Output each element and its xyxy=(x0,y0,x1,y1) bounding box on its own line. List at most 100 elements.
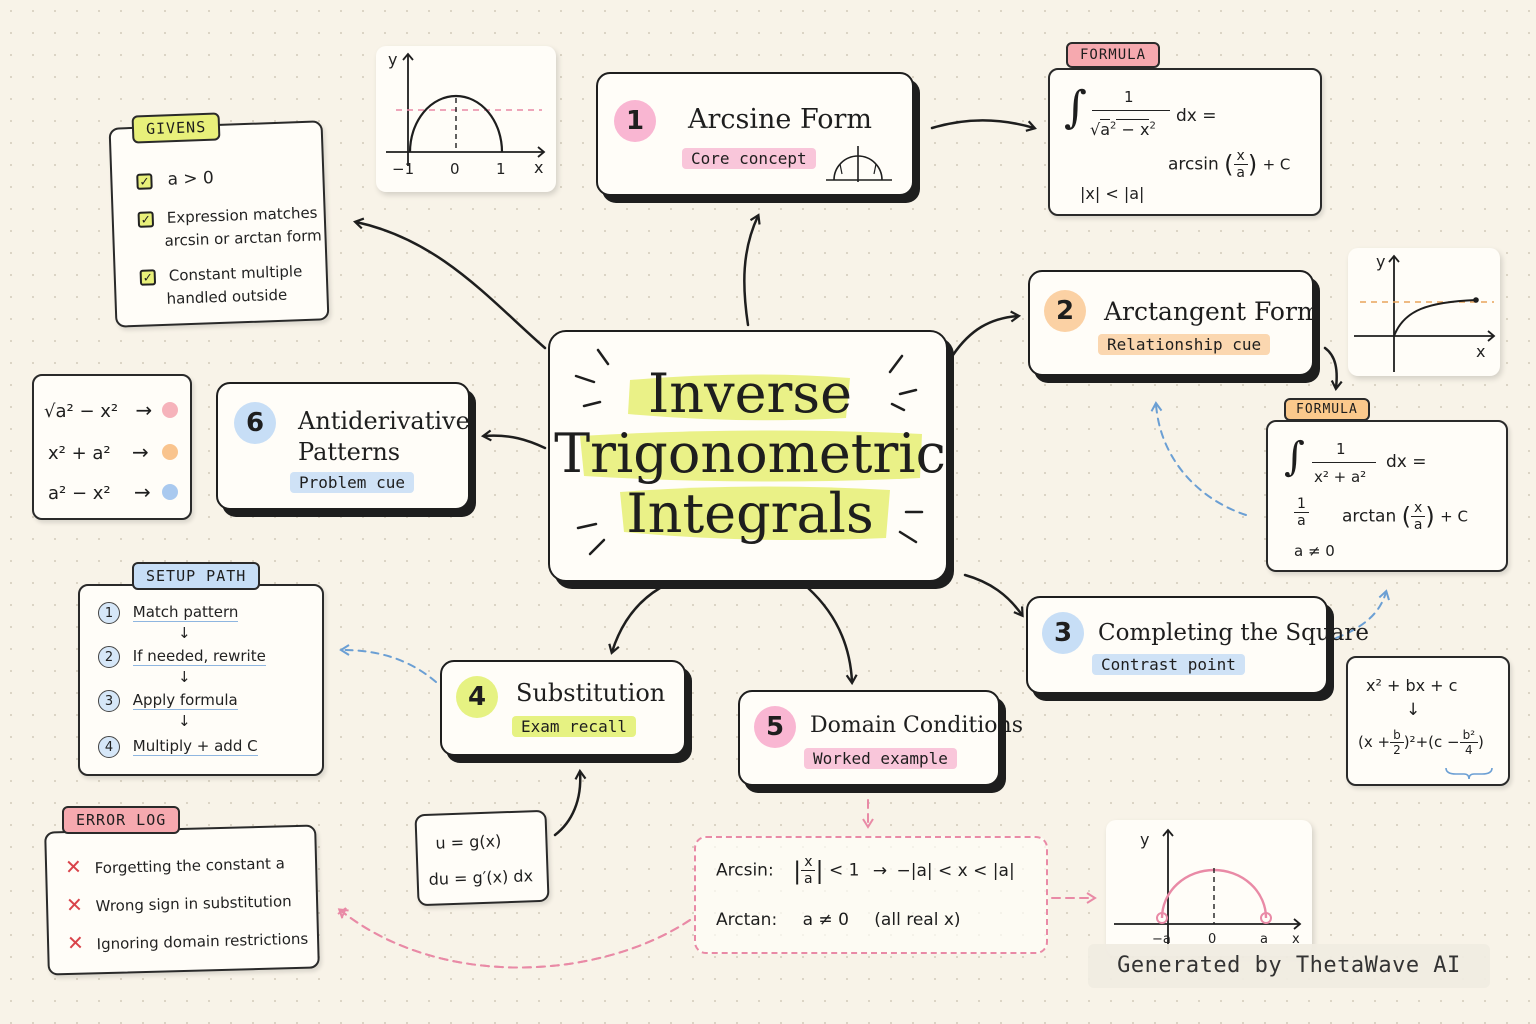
node-arctangent-form[interactable]: 2 Arctangent Form Relationship cue xyxy=(1028,270,1321,376)
integral-sign: ∫ xyxy=(1284,434,1305,480)
x-mark-icon: ✕ xyxy=(64,854,83,880)
tick-label: a xyxy=(1260,932,1268,947)
node-number-badge: 4 xyxy=(456,676,498,718)
axis-y-label: y xyxy=(1140,830,1150,849)
givens-label: GIVENS xyxy=(131,112,221,144)
dashed-arrow-formula2-to-node2 xyxy=(1150,401,1247,516)
burst-lines-left xyxy=(574,348,610,408)
arrow-subst-to-node-4 xyxy=(553,768,587,837)
axis-y-label: y xyxy=(1376,252,1386,271)
dashed-arrow-errors-to-domain xyxy=(339,909,691,969)
checkbox-checked-icon: ✓ xyxy=(136,172,153,190)
arrow-to-node-3 xyxy=(963,573,1024,618)
node-number-badge: 2 xyxy=(1044,290,1086,332)
central-title-line-3: Integrals xyxy=(626,482,874,545)
pattern-row-1: √a² − x² → xyxy=(44,398,153,422)
arrow-node2-to-formula xyxy=(1323,346,1343,392)
setup-step-2: 2 If needed, rewrite xyxy=(98,646,266,668)
du-definition: du = g′(x) dx xyxy=(428,866,534,889)
down-arrow: ↓ xyxy=(178,712,191,730)
error-item-3: ✕ Ignoring domain restrictions xyxy=(66,929,309,956)
setup-step-1: 1 Match pattern xyxy=(98,602,239,624)
underbrace-icon xyxy=(1445,767,1493,780)
node-arcsine-form[interactable]: 1 Arcsine Form Core concept xyxy=(596,72,914,196)
node-number-badge: 3 xyxy=(1042,612,1084,654)
node-tag: Problem cue xyxy=(290,472,414,493)
given-item-2-cont: arcsin or arctan form xyxy=(164,226,323,250)
node-title: Domain Conditions xyxy=(810,713,1024,738)
arctan-domain-row: Arctan: a ≠ 0 (all real x) xyxy=(716,910,961,930)
node-tag: Relationship cue xyxy=(1098,334,1271,355)
node-domain-conditions[interactable]: 5 Domain Conditions Worked example xyxy=(738,690,1023,786)
arrow-to-node-6 xyxy=(480,429,547,450)
arrow-to-node-5 xyxy=(806,586,858,686)
node-completing-the-square[interactable]: 3 Completing the Square Contrast point xyxy=(1026,596,1369,694)
down-arrow: ↓ xyxy=(1406,700,1421,720)
formula-label: FORMULA xyxy=(1066,42,1161,68)
checkbox-checked-icon: ✓ xyxy=(139,268,157,286)
node-antiderivative-patterns[interactable]: 6 Antiderivative Patterns Problem cue xyxy=(216,382,470,510)
pattern-row-3: a² − x² → xyxy=(48,480,151,504)
formula-label: FORMULA xyxy=(1284,398,1370,421)
given-item-3: ✓ Constant multiple xyxy=(139,261,303,286)
error-log-label: ERROR LOG xyxy=(62,806,181,834)
formula-condition: a ≠ 0 xyxy=(1294,542,1335,560)
node-number-badge: 5 xyxy=(754,706,796,748)
formula-condition: |x| < |a| xyxy=(1080,184,1145,203)
fraction-denominator: x² + a² xyxy=(1314,468,1367,486)
orange-dot xyxy=(162,444,178,460)
arrow-to-givens xyxy=(352,217,547,350)
quadratic-expression: x² + bx + c xyxy=(1366,676,1458,695)
setup-step-3: 3 Apply formula xyxy=(98,690,238,712)
given-item-3-cont: handled outside xyxy=(166,285,288,308)
down-arrow: ↓ xyxy=(178,668,191,686)
node-title-line-2: Patterns xyxy=(298,438,401,466)
setup-path-panel: 1 Match pattern ↓ 2 If needed, rewrite ↓… xyxy=(78,584,324,776)
patterns-panel: √a² − x² → x² + a² → a² − x² → xyxy=(32,374,192,520)
node-tag: Exam recall xyxy=(512,716,636,737)
central-topic-card[interactable]: Inverse Trigonometric Integrals xyxy=(548,330,948,582)
pattern-row-2: x² + a² → xyxy=(48,440,149,464)
fraction-denominator: √a2 − x2 xyxy=(1090,119,1156,139)
checkbox-checked-icon: ✓ xyxy=(137,210,155,228)
dashed-arrow-domain-to-errors xyxy=(337,908,691,969)
down-arrow: ↓ xyxy=(178,624,191,642)
node-title: Arctangent Form xyxy=(1104,297,1321,326)
dx-equals: dx = xyxy=(1386,452,1427,472)
node-tag: Worked example xyxy=(804,748,957,769)
x-mark-icon: ✕ xyxy=(66,930,85,956)
central-title-line-2: Trigonometric xyxy=(554,422,946,485)
setup-step-4: 4 Multiply + add C xyxy=(98,736,258,758)
graph-arctangent-curve: y x xyxy=(1348,248,1500,376)
node-title: Antiderivative xyxy=(298,407,470,435)
graph-domain-semicircle: y −a 0 a x xyxy=(1106,820,1312,956)
axis-x-label: x xyxy=(534,158,544,177)
dashed-arrow-node4-to-setup xyxy=(339,644,437,683)
node-title: Arcsine Form xyxy=(688,104,872,135)
given-item-1: ✓ a > 0 xyxy=(136,168,214,191)
tick-label: 0 xyxy=(1208,932,1217,947)
burst-lines-right xyxy=(888,354,918,412)
tick-label: 1 xyxy=(496,160,506,178)
highlight-strokes xyxy=(574,348,924,556)
given-item-2: ✓ Expression matches xyxy=(137,203,318,228)
error-item-2: ✕ Wrong sign in substitution xyxy=(65,892,292,918)
axis-x-label: x xyxy=(1292,932,1300,947)
semicircle-sketch-icon xyxy=(826,146,892,182)
dashed-arrow-node3-to-formula2 xyxy=(1335,589,1390,639)
fraction-numerator: 1 xyxy=(1124,88,1134,106)
central-title-line-1: Inverse xyxy=(647,362,853,425)
node-substitution[interactable]: 4 Substitution Exam recall xyxy=(440,660,686,756)
x-mark-icon: ✕ xyxy=(65,892,84,918)
error-item-1: ✕ Forgetting the constant a xyxy=(64,854,286,880)
tick-label: 0 xyxy=(450,160,460,178)
axis-y-label: y xyxy=(388,50,398,69)
node-tag: Contrast point xyxy=(1092,654,1245,675)
